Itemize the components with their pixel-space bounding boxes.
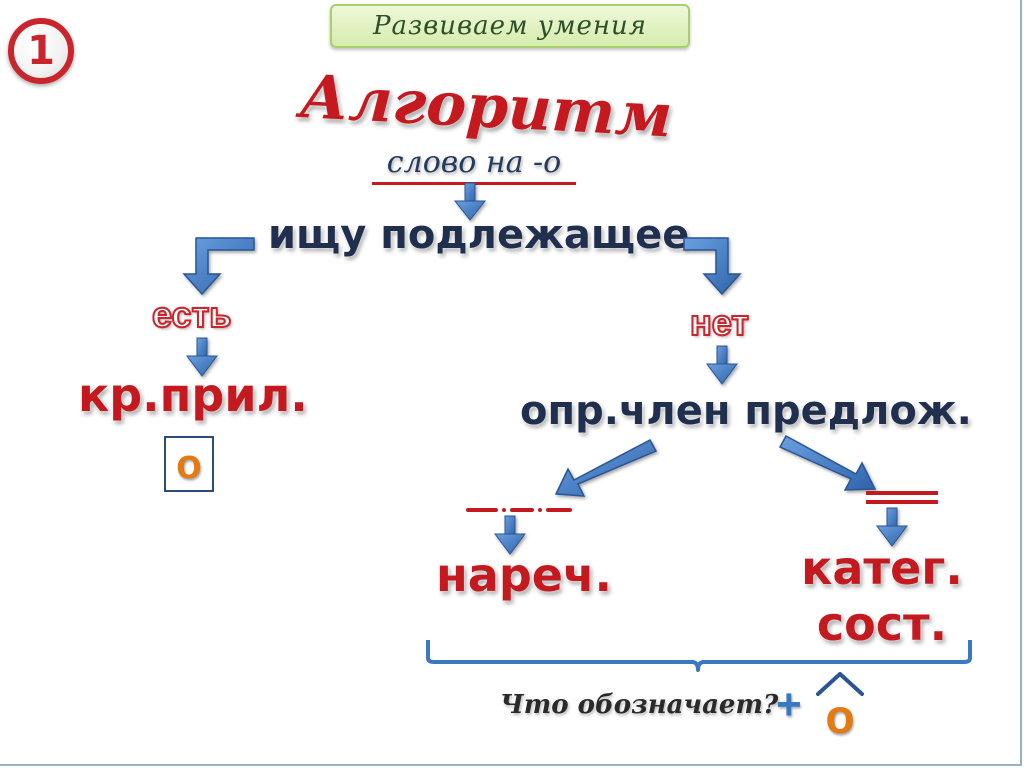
branch-label-no: нет — [689, 301, 750, 344]
node-state-category-line1: катег. — [801, 541, 963, 595]
adverbial-underline-mark — [466, 508, 572, 512]
bent-arrow-to-yes — [182, 237, 255, 296]
root-mark-icon — [816, 672, 864, 696]
ending-box-o: о — [164, 436, 214, 492]
node-short-adjective: кр.прил. — [78, 368, 308, 422]
arrow-down-to-sentence-member — [706, 345, 738, 385]
arrow-down-to-search-subject — [453, 182, 487, 221]
arrow-down-to-short-adjective — [186, 337, 218, 377]
arrow-down-to-adverb — [494, 515, 526, 555]
predicate-underline-mark — [866, 491, 938, 504]
node-state-category-line2: сост. — [816, 597, 948, 651]
arrow-down-to-state-category — [876, 507, 908, 547]
bent-arrow-to-no — [683, 237, 742, 296]
section-banner: Развиваем умения — [330, 4, 690, 48]
node-sentence-member: опр.член предлож. — [520, 388, 972, 434]
slide-number-badge: 1 — [8, 18, 74, 84]
node-search-subject: ищу подлежащее — [268, 212, 690, 258]
branch-label-yes: есть — [151, 293, 232, 336]
diagonal-arrow-to-predicate-mark — [778, 434, 877, 491]
summary-question: Что обозначает? — [500, 690, 779, 720]
ending-letter: о — [176, 440, 202, 487]
node-state-category: катег. сост. — [792, 540, 972, 652]
summary-ending-letter: о — [825, 691, 855, 744]
summary-brace — [426, 640, 972, 672]
start-condition: слово на -о — [386, 145, 562, 180]
slide-number: 1 — [27, 28, 55, 74]
diagonal-arrow-to-adverb-mark — [554, 438, 658, 497]
section-banner-label: Развиваем умения — [372, 11, 647, 41]
node-adverb: нареч. — [436, 548, 613, 602]
plus-icon: + — [776, 680, 802, 729]
